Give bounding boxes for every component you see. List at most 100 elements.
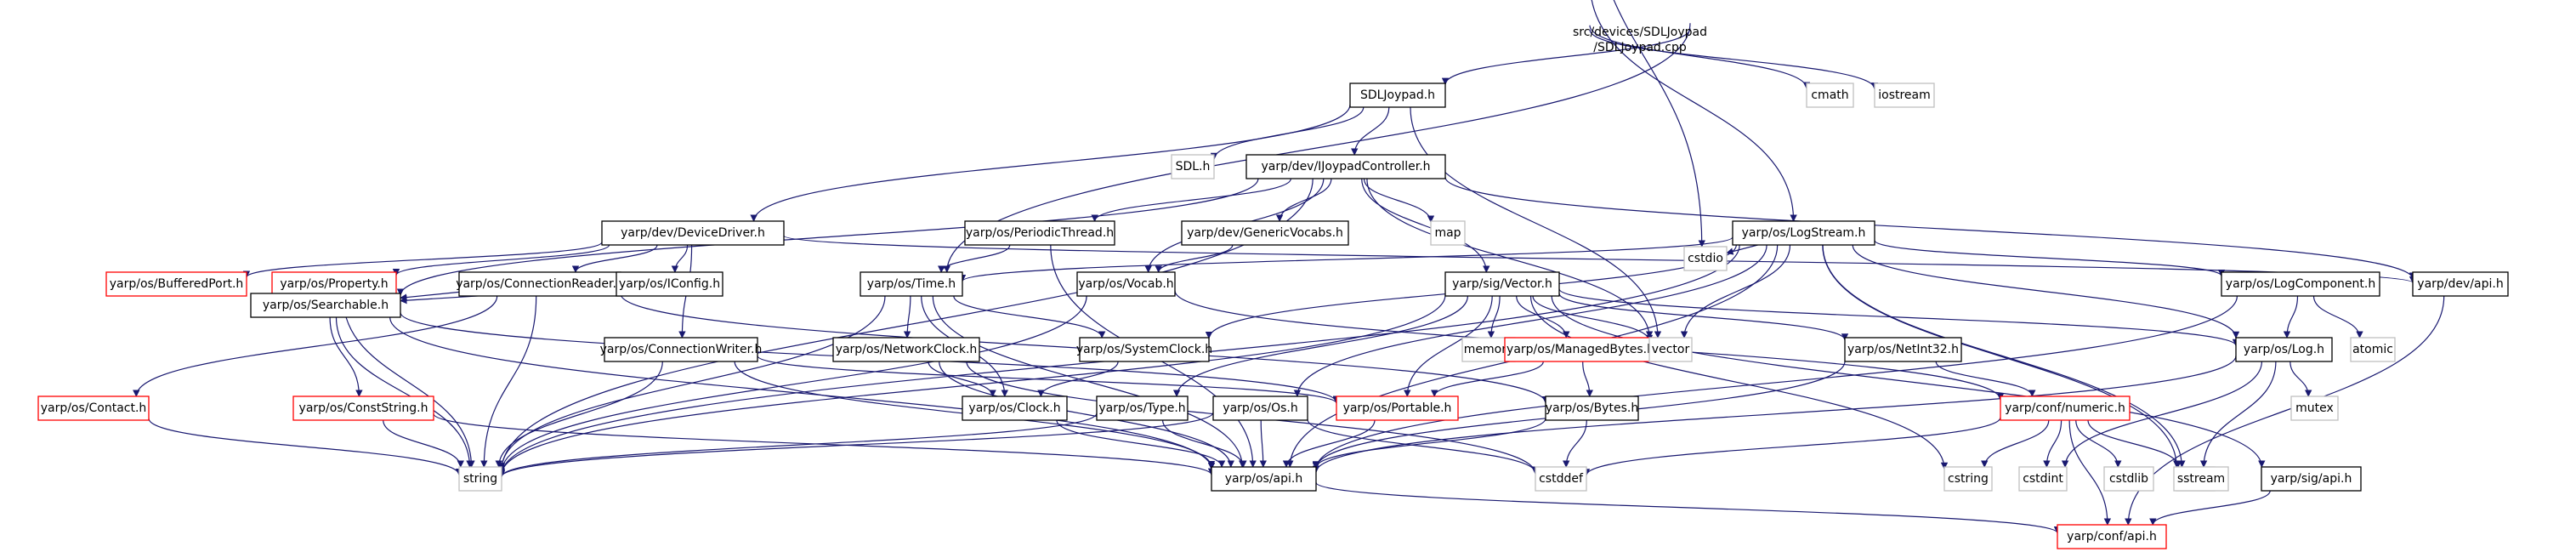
node-vocab[interactable]: yarp/os/Vocab.h [1076,271,1176,297]
node-box-cstdio[interactable] [1683,246,1728,271]
edge-logcomponent-to-atomic [2312,295,2363,339]
node-box-ijoypad[interactable] [1245,154,1446,179]
node-connreader[interactable]: yarp/os/ConnectionReader.h [456,271,624,297]
node-genericvocabs[interactable]: yarp/dev/GenericVocabs.h [1181,220,1349,246]
node-box-logcomponent[interactable] [2221,271,2380,297]
node-box-portable[interactable] [1336,396,1459,421]
node-box-iostream[interactable] [1874,83,1935,108]
node-box-mutex[interactable] [2290,396,2339,421]
node-cstring[interactable]: cstring [1943,466,1993,492]
node-box-cstdlib[interactable] [2103,466,2154,492]
node-map[interactable]: map [1430,220,1466,246]
node-searchable[interactable]: yarp/os/Searchable.h [250,293,401,318]
node-box-string[interactable] [458,466,502,492]
node-box-connwriter[interactable] [604,337,758,362]
node-conststring[interactable]: yarp/os/ConstString.h [292,396,434,421]
node-box-sigvector[interactable] [1444,271,1560,297]
node-box-map[interactable] [1430,220,1466,246]
node-iostream[interactable]: iostream [1874,83,1935,108]
node-box-cstring[interactable] [1943,466,1993,492]
node-bytes[interactable]: yarp/os/Bytes.h [1545,396,1639,421]
node-devicedriver[interactable]: yarp/dev/DeviceDriver.h [601,220,785,246]
node-box-logstream[interactable] [1732,220,1875,246]
node-sigapi[interactable]: yarp/sig/api.h [2261,466,2362,492]
node-label-searchable: yarp/os/Searchable.h [263,299,389,312]
node-cstdio[interactable]: cstdio [1683,246,1728,271]
node-box-genericvocabs[interactable] [1181,220,1349,246]
node-box-clock[interactable] [962,396,1068,421]
node-bufferedport[interactable]: yarp/os/BufferedPort.h [105,271,247,297]
node-osapi[interactable]: yarp/os/api.h [1211,466,1317,492]
node-box-bytes[interactable] [1545,396,1639,421]
node-box-cmath[interactable] [1806,83,1854,108]
edge-ijoypad-to-map [1363,178,1435,223]
node-time[interactable]: yarp/os/Time.h [860,271,963,297]
node-box-periodicthread[interactable] [964,220,1115,246]
node-periodicthread[interactable]: yarp/os/PeriodicThread.h [964,220,1115,246]
node-box-confnumeric[interactable] [2000,396,2131,421]
node-box-sstream[interactable] [2173,466,2229,492]
node-connwriter[interactable]: yarp/os/ConnectionWriter.h [600,337,763,362]
node-contact[interactable]: yarp/os/Contact.h [37,396,150,421]
node-devapi[interactable]: yarp/dev/api.h [2412,271,2509,297]
node-log[interactable]: yarp/os/Log.h [2235,337,2333,362]
node-box-contact[interactable] [37,396,150,421]
node-box-confapi[interactable] [2057,524,2167,549]
node-box-cstdint[interactable] [2018,466,2068,492]
node-root[interactable]: src/devices/SDLJoypad/SDLJoypad.cpp [1573,26,1707,54]
node-os[interactable]: yarp/os/Os.h [1212,396,1308,421]
node-box-sdl_h[interactable] [1171,154,1215,179]
node-string[interactable]: string [458,466,502,492]
node-box-vector[interactable] [1648,337,1693,362]
node-box-log[interactable] [2235,337,2333,362]
node-cstddef[interactable]: cstddef [1535,466,1587,492]
node-networkclock[interactable]: yarp/os/NetworkClock.h [832,337,980,362]
node-cstdlib[interactable]: cstdlib [2103,466,2154,492]
edge-sigvector-to-netint32 [1558,293,1849,341]
node-ijoypad[interactable]: yarp/dev/IJoypadController.h [1245,154,1446,179]
node-box-atomic[interactable] [2350,337,2396,362]
node-box-sdljoypad_h[interactable] [1349,83,1446,108]
node-box-devapi[interactable] [2412,271,2509,297]
node-box-searchable[interactable] [250,293,401,318]
node-box-sigapi[interactable] [2261,466,2362,492]
node-box-type[interactable] [1096,396,1189,421]
node-systemclock[interactable]: yarp/os/SystemClock.h [1076,337,1212,362]
node-box-vocab[interactable] [1076,271,1176,297]
node-mutex[interactable]: mutex [2290,396,2339,421]
node-cstdint[interactable]: cstdint [2018,466,2068,492]
node-vector[interactable]: vector [1648,337,1693,362]
node-type[interactable]: yarp/os/Type.h [1096,396,1189,421]
node-cmath[interactable]: cmath [1806,83,1854,108]
node-box-devicedriver[interactable] [601,220,785,246]
node-atomic[interactable]: atomic [2350,337,2396,362]
edge-time-to-systemclock [953,295,1106,339]
node-sdljoypad_h[interactable]: SDLJoypad.h [1349,83,1446,108]
node-sstream[interactable]: sstream [2173,466,2229,492]
node-netint32[interactable]: yarp/os/NetInt32.h [1844,337,1962,362]
node-clock[interactable]: yarp/os/Clock.h [962,396,1068,421]
node-box-os[interactable] [1212,396,1308,421]
node-iconfig[interactable]: yarp/os/IConfig.h [616,271,723,297]
node-logstream[interactable]: yarp/os/LogStream.h [1732,220,1875,246]
node-box-bufferedport[interactable] [105,271,247,297]
node-portable[interactable]: yarp/os/Portable.h [1336,396,1459,421]
node-logcomponent[interactable]: yarp/os/LogComponent.h [2221,271,2380,297]
node-box-conststring[interactable] [292,396,434,421]
node-label-clock: yarp/os/Clock.h [968,401,1060,415]
node-box-netint32[interactable] [1844,337,1962,362]
node-managedbytes[interactable]: yarp/os/ManagedBytes.h [1504,337,1657,362]
node-box-iconfig[interactable] [616,271,723,297]
node-box-connreader[interactable] [458,271,621,297]
node-box-systemclock[interactable] [1079,337,1210,362]
node-sigvector[interactable]: yarp/sig/Vector.h [1444,271,1560,297]
node-confnumeric[interactable]: yarp/conf/numeric.h [2000,396,2131,421]
node-box-osapi[interactable] [1211,466,1317,492]
node-property[interactable]: yarp/os/Property.h [271,271,397,297]
node-box-networkclock[interactable] [832,337,980,362]
node-box-time[interactable] [860,271,963,297]
node-confapi[interactable]: yarp/conf/api.h [2057,524,2167,549]
node-sdl_h[interactable]: SDL.h [1171,154,1215,179]
node-box-cstddef[interactable] [1535,466,1587,492]
